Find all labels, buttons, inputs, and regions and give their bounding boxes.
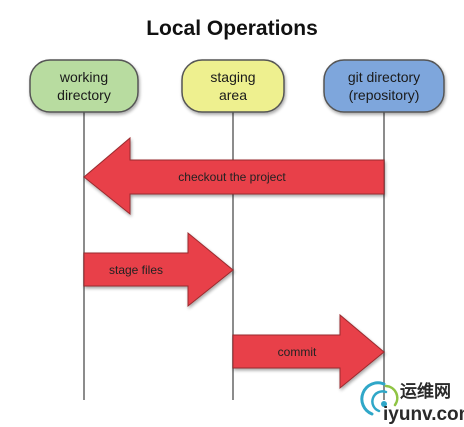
node-staging-area-line2: area — [219, 87, 247, 103]
node-working-directory: working directory — [29, 59, 139, 113]
watermark-text-en: iyunv.com — [383, 404, 464, 425]
watermark: 运维网 iyunv.com — [360, 381, 464, 425]
node-git-directory-line1: git directory — [348, 69, 420, 85]
arrow-commit-label: commit — [278, 345, 317, 359]
diagram-title: Local Operations — [146, 17, 318, 40]
node-working-directory-line1: working — [59, 69, 108, 85]
arrow-commit: commit — [232, 313, 385, 390]
arrow-checkout: checkout the project — [83, 136, 385, 216]
arrow-stage-files-label: stage files — [109, 263, 163, 277]
node-git-directory-box — [323, 59, 445, 113]
arrow-commit-shape — [232, 313, 385, 390]
node-staging-area-box — [181, 59, 285, 113]
node-staging-area: staging area — [181, 59, 285, 113]
watermark-logo-icon — [360, 381, 399, 416]
node-git-directory-line2: (repository) — [349, 87, 420, 103]
arrow-stage-files: stage files — [83, 231, 234, 308]
node-working-directory-box — [29, 59, 139, 113]
node-staging-area-line1: staging — [210, 69, 255, 85]
node-git-directory: git directory (repository) — [323, 59, 445, 113]
node-working-directory-line2: directory — [57, 87, 111, 103]
arrow-stage-files-shape — [83, 231, 234, 308]
arrow-checkout-shape — [83, 136, 385, 216]
arrow-checkout-label: checkout the project — [178, 170, 286, 184]
watermark-text-cn: 运维网 — [400, 381, 451, 402]
